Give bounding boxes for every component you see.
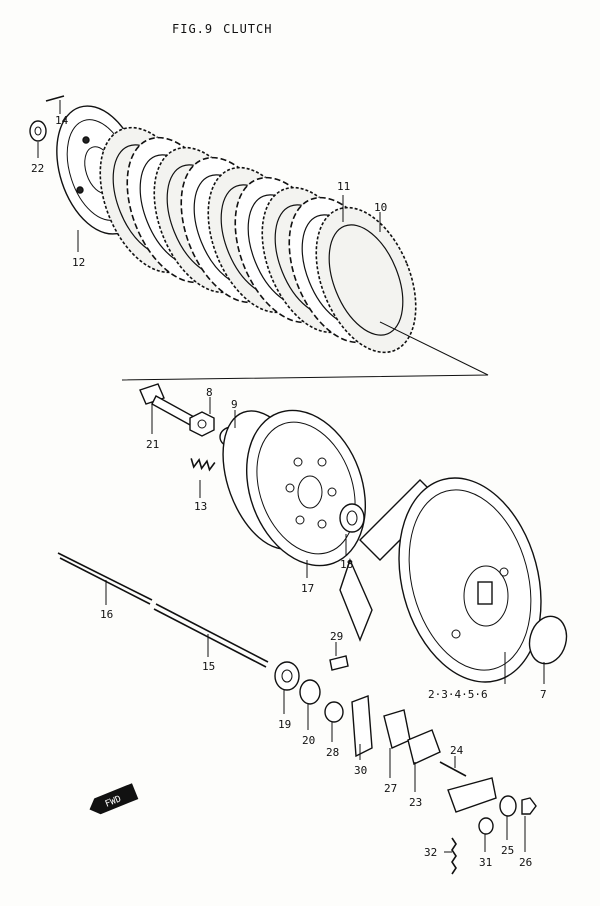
callout-12: 12 [72, 256, 85, 269]
release-arm-part [447, 777, 497, 813]
callout-19: 19 [278, 718, 291, 731]
callout-21: 21 [146, 438, 159, 451]
leader-lines [37, 100, 545, 853]
figure-name: CLUTCH [223, 22, 273, 36]
push-rod-short-part [57, 552, 153, 601]
clutch-plates-stack [99, 126, 417, 354]
return-spring-part [451, 837, 457, 875]
callout-17: 17 [301, 582, 314, 595]
screw-part [329, 655, 349, 671]
callout-24: 24 [450, 744, 464, 757]
callout-8: 8 [206, 386, 213, 399]
callout-18: 18 [340, 558, 353, 571]
spring-part [190, 457, 216, 472]
pin-part [45, 95, 65, 102]
fwd-arrow-icon: FWD [89, 783, 139, 815]
callout-20: 20 [302, 734, 315, 747]
adjust-screw-part [439, 761, 467, 777]
washer-20-part [299, 679, 321, 705]
friction-plate [315, 206, 417, 354]
thrust-washer-part [339, 503, 365, 533]
callout-32: 32 [424, 846, 437, 859]
lifter-plate-part [351, 695, 373, 758]
washer-25-part [499, 795, 517, 817]
push-rod-long-part [155, 603, 269, 663]
circlip-part [528, 615, 568, 665]
plate-inner-ring [328, 224, 404, 336]
collar-part [324, 701, 344, 723]
clutch-basket-part [339, 477, 542, 683]
callout-labels: 14 22 12 11 10 8 9 21 13 17 18 16 15 29 … [31, 114, 547, 869]
callout-30: 30 [354, 764, 367, 777]
cam-plate-part [383, 709, 411, 749]
callout-31: 31 [479, 856, 492, 869]
callout-14: 14 [55, 114, 69, 127]
bearing-part [274, 661, 300, 691]
callout-25: 25 [501, 844, 514, 857]
figure-title: FIG.9 CLUTCH [172, 22, 282, 36]
callout-22: 22 [31, 162, 44, 175]
figure-number: FIG.9 [172, 22, 214, 36]
nut-part [189, 411, 215, 437]
callout-26: 26 [519, 856, 532, 869]
nut-26-part [521, 797, 537, 815]
callout-29: 29 [330, 630, 343, 643]
callout-11: 11 [337, 180, 350, 193]
callout-23: 23 [409, 796, 422, 809]
clutch-hub-part [222, 409, 367, 567]
callout-9: 9 [231, 398, 238, 411]
assembly-guide-line [121, 321, 489, 381]
callout-15: 15 [202, 660, 215, 673]
release-lifter-part [407, 729, 441, 765]
callout-10: 10 [374, 201, 387, 214]
callout-27: 27 [384, 782, 397, 795]
callout-7: 7 [540, 688, 547, 701]
washer-part [29, 120, 47, 142]
callout-28: 28 [326, 746, 339, 759]
callout-2-6: 2·3·4·5·6 [428, 688, 488, 701]
bolt-part [139, 383, 197, 427]
callout-16: 16 [100, 608, 113, 621]
callout-13: 13 [194, 500, 207, 513]
